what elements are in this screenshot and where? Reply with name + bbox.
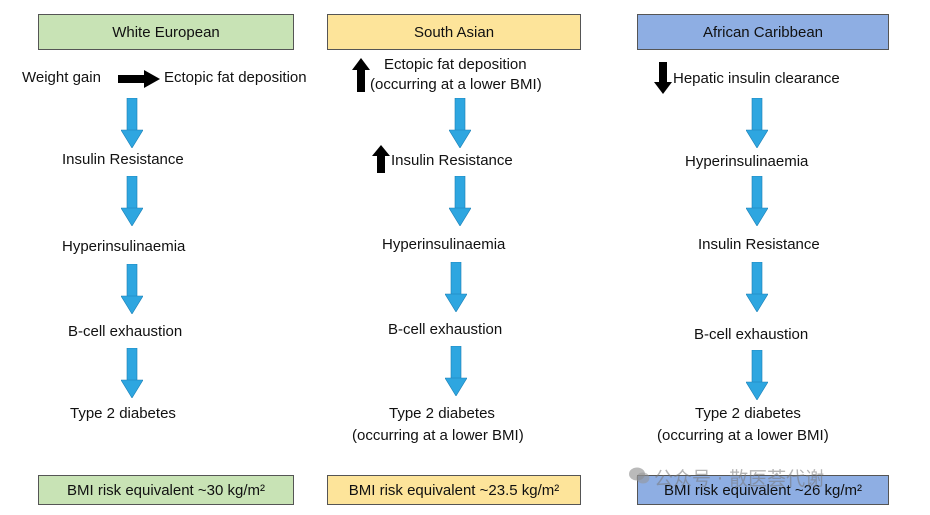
up-arrow-icon: [352, 58, 370, 92]
sa-bcell-exhaustion: B-cell exhaustion: [388, 321, 503, 338]
down-arrow-icon: [449, 98, 471, 148]
sa-bmi-risk: BMI risk equivalent ~23.5 kg/m²: [348, 481, 560, 499]
sa-type2-diabetes-note: (occurring at a lower BMI): [352, 427, 524, 444]
ac-insulin-resistance: Insulin Resistance: [698, 236, 820, 253]
we-bmi-risk: BMI risk equivalent ~30 kg/m²: [67, 481, 265, 499]
down-black-arrow-icon: [654, 62, 672, 94]
up-arrow-icon: [372, 145, 390, 173]
down-arrow-icon: [746, 262, 768, 312]
ac-bmi-risk: BMI risk equivalent ~26 kg/m²: [664, 481, 862, 499]
down-arrow-icon: [121, 348, 143, 398]
sa-type2-diabetes: Type 2 diabetes: [389, 405, 495, 422]
south-asian-title: South Asian: [413, 23, 495, 41]
down-arrow-icon: [746, 176, 768, 226]
down-arrow-icon: [445, 262, 467, 312]
african-caribbean-header: African Caribbean: [637, 14, 889, 50]
down-arrow-icon: [445, 346, 467, 396]
sa-ectopic-fat-note: (occurring at a lower BMI): [370, 76, 542, 93]
white-european-title: White European: [112, 23, 220, 41]
sa-ectopic-fat: Ectopic fat deposition: [384, 56, 527, 73]
we-bcell-exhaustion: B-cell exhaustion: [68, 323, 183, 340]
we-ectopic-fat: Ectopic fat deposition: [164, 69, 307, 86]
south-asian-footer: BMI risk equivalent ~23.5 kg/m²: [327, 475, 581, 505]
sa-hyperinsulinaemia: Hyperinsulinaemia: [382, 236, 506, 253]
sa-insulin-resistance: Insulin Resistance: [391, 152, 513, 169]
ac-type2-diabetes-note: (occurring at a lower BMI): [657, 427, 829, 444]
right-arrow-icon: [118, 70, 160, 88]
white-european-header: White European: [38, 14, 294, 50]
white-european-footer: BMI risk equivalent ~30 kg/m²: [38, 475, 294, 505]
ac-hyperinsulinaemia: Hyperinsulinaemia: [685, 153, 809, 170]
ac-bcell-exhaustion: B-cell exhaustion: [694, 326, 809, 343]
south-asian-header: South Asian: [327, 14, 581, 50]
we-hyperinsulinaemia: Hyperinsulinaemia: [62, 238, 186, 255]
chat-bubble-icon: [629, 467, 650, 484]
african-caribbean-footer: BMI risk equivalent ~26 kg/m²: [637, 475, 889, 505]
african-caribbean-title: African Caribbean: [702, 23, 824, 41]
down-arrow-icon: [746, 350, 768, 400]
ac-hepatic-insulin-clearance: Hepatic insulin clearance: [673, 70, 840, 87]
we-type2-diabetes: Type 2 diabetes: [70, 405, 176, 422]
down-arrow-icon: [746, 98, 768, 148]
we-insulin-resistance: Insulin Resistance: [62, 151, 184, 168]
watermark-text: 公众号 · 散医荟代谢: [654, 468, 825, 490]
ac-type2-diabetes: Type 2 diabetes: [695, 405, 801, 422]
down-arrow-icon: [449, 176, 471, 226]
down-arrow-icon: [121, 98, 143, 148]
down-arrow-icon: [121, 264, 143, 314]
down-arrow-icon: [121, 176, 143, 226]
we-weight-gain: Weight gain: [22, 69, 101, 86]
